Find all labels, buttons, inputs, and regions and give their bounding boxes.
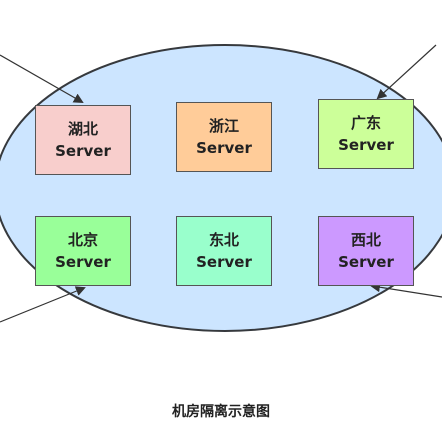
server-hubei: 湖北 Server [35, 105, 131, 175]
server-dongbei-type: Server [196, 253, 252, 271]
server-zhejiang-type: Server [196, 139, 252, 157]
server-dongbei: 东北 Server [176, 216, 272, 286]
arrow-to-xibei [370, 282, 442, 298]
server-xibei-name: 西北 [350, 231, 381, 249]
server-zhejiang-name: 浙江 [208, 117, 239, 135]
server-xibei-type: Server [338, 253, 394, 271]
server-guangdong: 广东 Server [318, 99, 414, 169]
server-hubei-type: Server [55, 142, 111, 160]
server-beijing-type: Server [55, 253, 111, 271]
server-xibei: 西北 Server [318, 216, 414, 286]
diagram-caption: 机房隔离示意图 [172, 404, 270, 420]
datacenter-ellipse [0, 44, 442, 332]
server-dongbei-name: 东北 [208, 231, 239, 249]
server-zhejiang: 浙江 Server [176, 102, 272, 172]
arrow-to-beijing [0, 286, 86, 323]
server-beijing: 北京 Server [35, 216, 131, 286]
server-hubei-name: 湖北 [67, 120, 98, 138]
server-guangdong-name: 广东 [350, 114, 381, 132]
arrow-to-guangdong [376, 44, 437, 100]
server-beijing-name: 北京 [67, 231, 98, 249]
arrow-to-hubei [0, 54, 84, 103]
server-guangdong-type: Server [338, 136, 394, 154]
